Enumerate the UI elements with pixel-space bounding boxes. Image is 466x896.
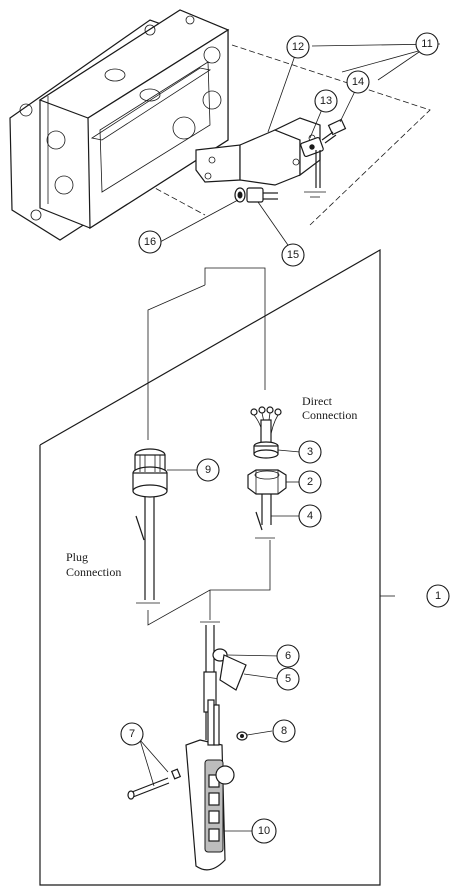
pendant-switch [185,699,235,871]
callout-11-label: 11 [421,38,432,50]
cable-bushing [253,441,279,459]
strain-relief-hook [212,648,247,691]
callout-14-label: 14 [352,76,364,88]
ground-screw [321,118,347,144]
callout-1: 1 [426,584,450,608]
callout-1-label: 1 [435,590,441,602]
direct-connection-label-line2: Connection [302,408,357,422]
callout-3: 3 [298,440,322,464]
plug-connector [132,448,168,498]
callout-10-label: 10 [258,825,270,837]
assembly-boundary [39,248,381,886]
callout-5-label: 5 [285,673,291,685]
callout-2: 2 [298,470,322,494]
callout-12-label: 12 [292,41,304,53]
callout-14: 14 [346,70,370,94]
callout-16-label: 16 [144,236,156,248]
callout-11: 11 [415,32,439,56]
callout-3-label: 3 [307,446,313,458]
lock-nut [247,469,287,495]
callout-8-label: 8 [281,725,287,737]
callout-13-label: 13 [320,95,332,107]
leader-lines [139,43,441,832]
callout-4-label: 4 [307,510,313,522]
mounting-bracket [195,117,321,186]
callout-7: 7 [120,722,144,746]
callout-5: 5 [276,667,300,691]
callout-4: 4 [298,504,322,528]
plug-connection-label-line2: Connection [66,565,121,579]
callout-7-label: 7 [129,728,135,740]
callout-13: 13 [314,89,338,113]
washer-and-screw [234,187,278,203]
callout-2-label: 2 [307,476,313,488]
electrical-box [9,9,230,241]
callout-6: 6 [276,644,300,668]
plug-cable [135,497,160,604]
direct-cable [255,494,275,539]
pendant-screw-left [127,768,182,800]
callout-10: 10 [251,818,277,844]
plug-connection-label-line1: Plug [66,550,88,564]
callout-15: 15 [281,243,305,267]
callout-8: 8 [272,719,296,743]
callout-6-label: 6 [285,650,291,662]
ground-terminal [300,136,326,198]
callout-9-label: 9 [205,464,211,476]
connection-lines [147,267,271,626]
callout-12: 12 [286,35,310,59]
direct-connection-label-line1: Direct [302,394,333,408]
direct-connection-wires [250,406,282,451]
callout-16: 16 [138,230,162,254]
callout-15-label: 15 [287,249,299,261]
pendant-screw-right [236,731,248,741]
callout-9: 9 [196,458,220,482]
